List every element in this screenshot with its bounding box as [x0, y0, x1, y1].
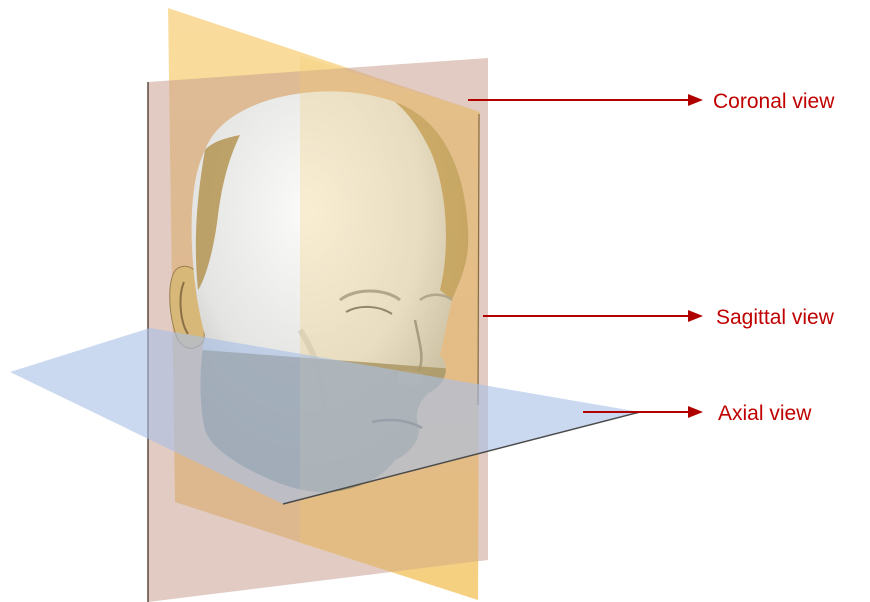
- sagittal-arrow: [483, 310, 703, 322]
- coronal-plane-overlay: [300, 56, 480, 600]
- coronal-arrow: [468, 94, 703, 106]
- sagittal-view-label: Sagittal view: [716, 306, 835, 329]
- axial-view-label: Axial view: [718, 402, 812, 425]
- coronal-view-label: Coronal view: [713, 90, 835, 113]
